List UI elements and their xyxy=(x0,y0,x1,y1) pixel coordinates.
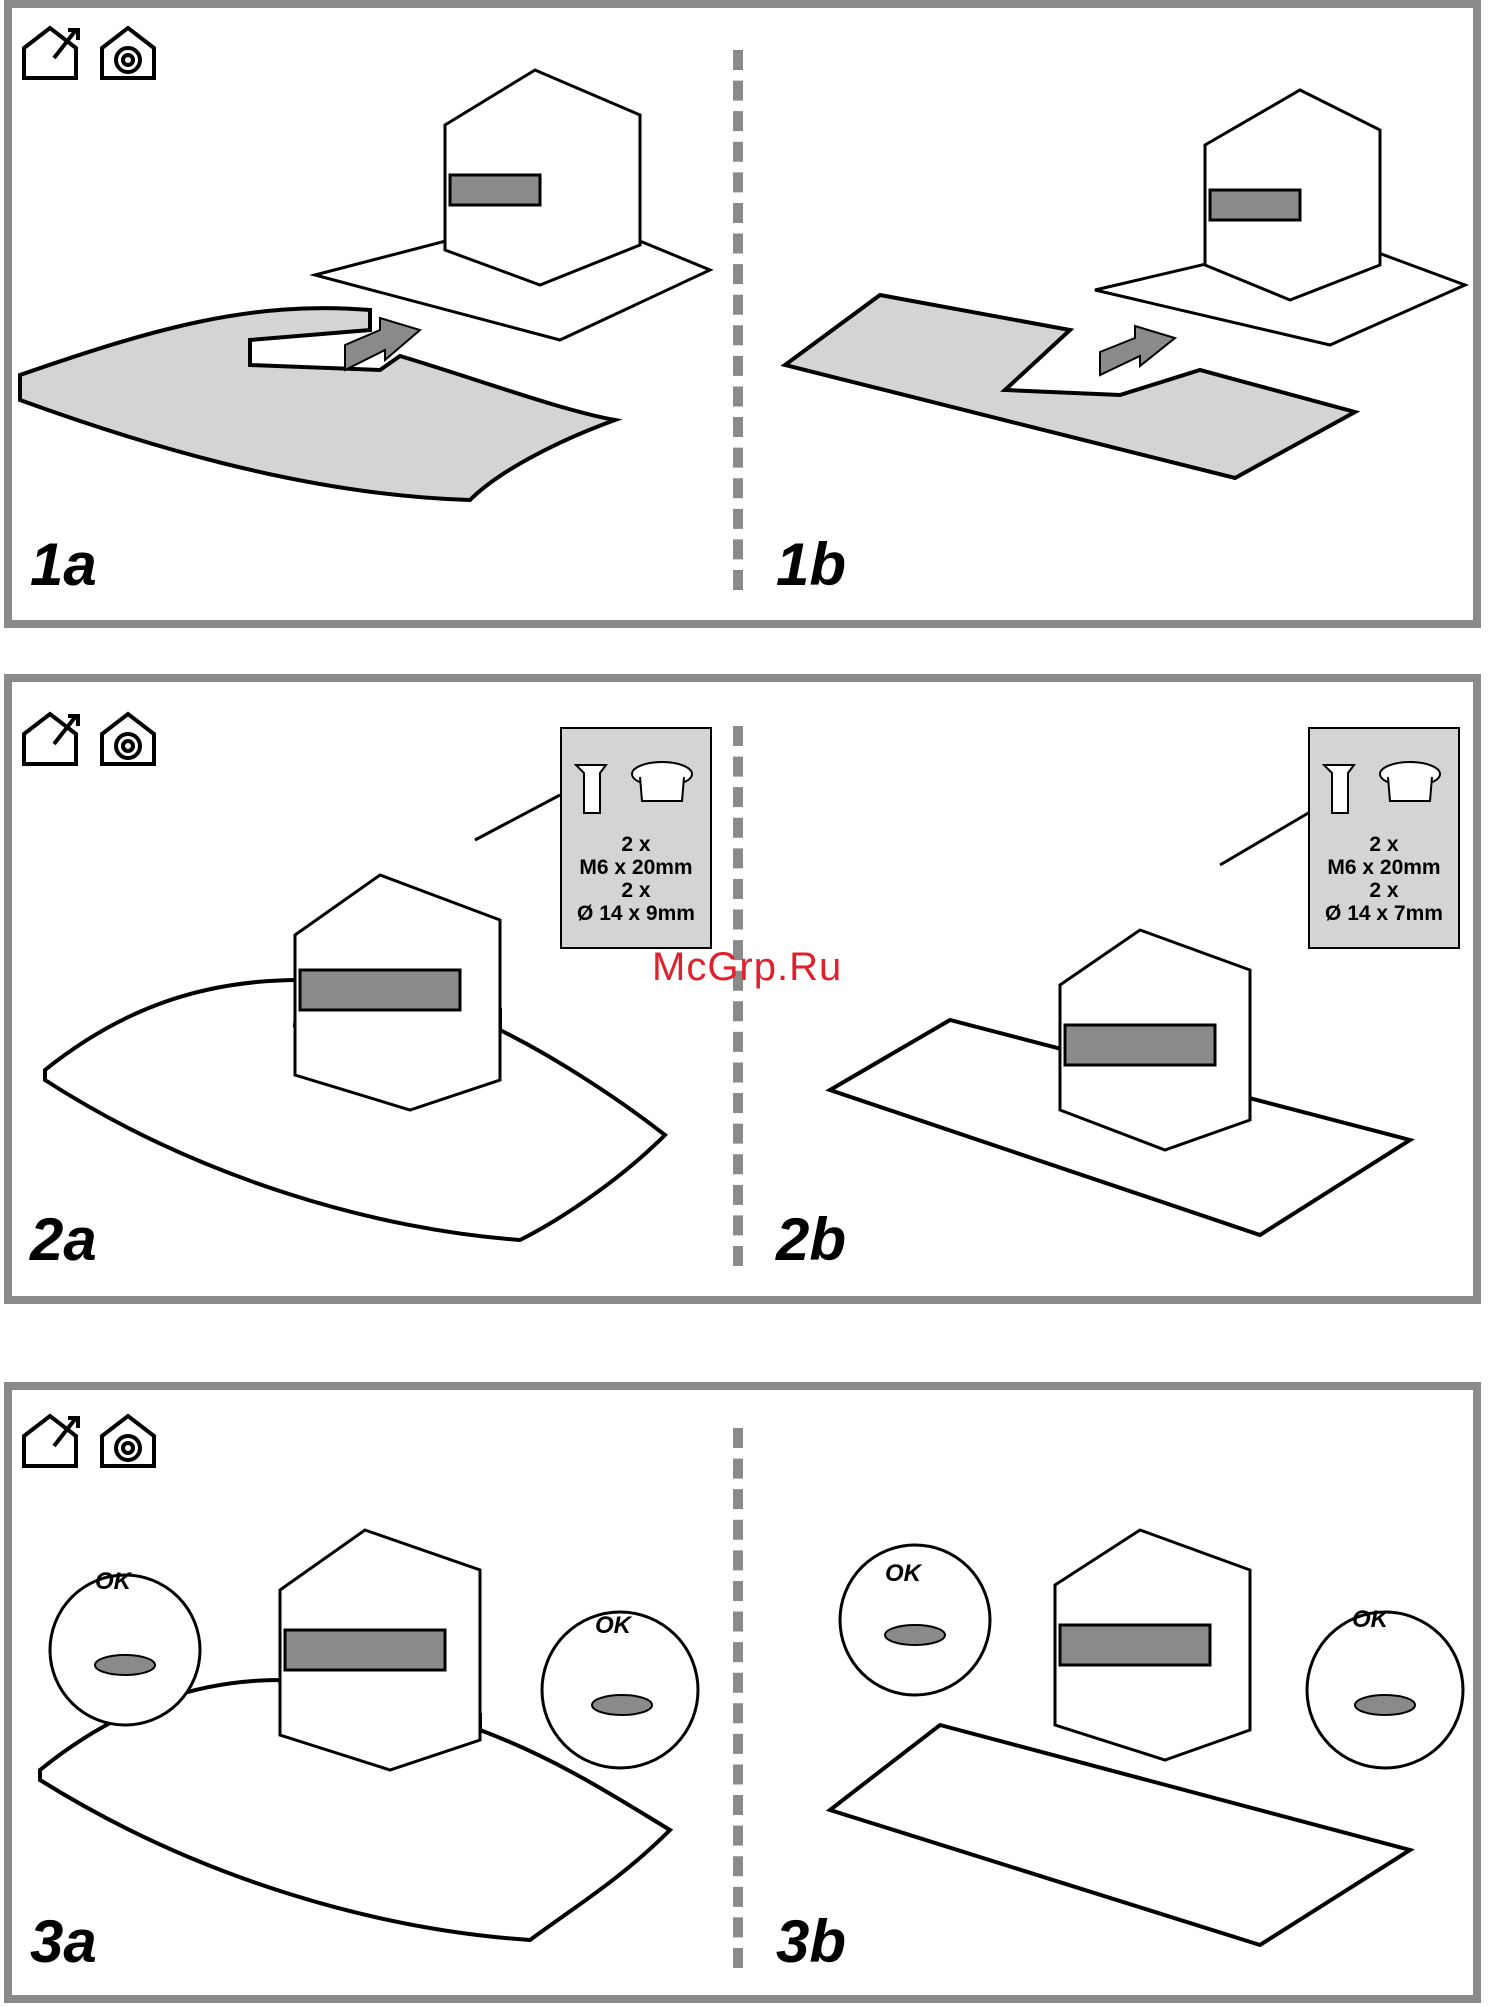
step-3-illustration xyxy=(0,1390,1495,2000)
spec-line: Ø 14 x 7mm xyxy=(1310,902,1458,925)
spec-line: 2 x xyxy=(1310,879,1458,902)
spec-line: 2 x xyxy=(562,879,710,902)
ok-label: OK xyxy=(595,1612,631,1640)
step-label-3b: 3b xyxy=(776,1912,846,1972)
hood-body-1a xyxy=(315,70,710,340)
watermark-text: McGrp.Ru xyxy=(652,945,842,990)
hood-body-2b xyxy=(1060,930,1250,1150)
step-label-1b: 1b xyxy=(776,535,846,595)
spec-line: M6 x 20mm xyxy=(562,856,710,879)
screw-and-spacer-icon xyxy=(1310,729,1458,829)
spec-line: 2 x xyxy=(562,833,710,856)
hood-body-3a xyxy=(280,1530,480,1770)
step-label-3a: 3a xyxy=(30,1912,97,1972)
hood-body-1b xyxy=(1095,90,1465,345)
ok-label: OK xyxy=(885,1560,921,1588)
screw-and-spacer-icon xyxy=(562,729,710,829)
step-label-1a: 1a xyxy=(30,535,97,595)
step-label-2b: 2b xyxy=(776,1210,846,1270)
spec-line: M6 x 20mm xyxy=(1310,856,1458,879)
step-label-2a: 2a xyxy=(30,1210,97,1270)
flat-glass-panel xyxy=(830,1725,1410,1945)
step-2-illustration xyxy=(0,680,1495,1300)
spec-line: 2 x xyxy=(1310,833,1458,856)
ok-label: OK xyxy=(1352,1606,1388,1634)
spec-line: Ø 14 x 9mm xyxy=(562,902,710,925)
ok-label: OK xyxy=(95,1568,131,1596)
ok-detail-circle-right xyxy=(1307,1612,1463,1768)
hood-body-3b xyxy=(1055,1530,1250,1760)
fastener-spec-box-2a: 2 x M6 x 20mm 2 x Ø 14 x 9mm xyxy=(560,727,712,949)
step-1-illustration xyxy=(0,0,1495,640)
curved-glass-panel xyxy=(20,308,615,500)
hood-body-2a xyxy=(295,875,500,1110)
ok-detail-circle-left xyxy=(50,1575,200,1725)
fastener-spec-box-2b: 2 x M6 x 20mm 2 x Ø 14 x 7mm xyxy=(1308,727,1460,949)
